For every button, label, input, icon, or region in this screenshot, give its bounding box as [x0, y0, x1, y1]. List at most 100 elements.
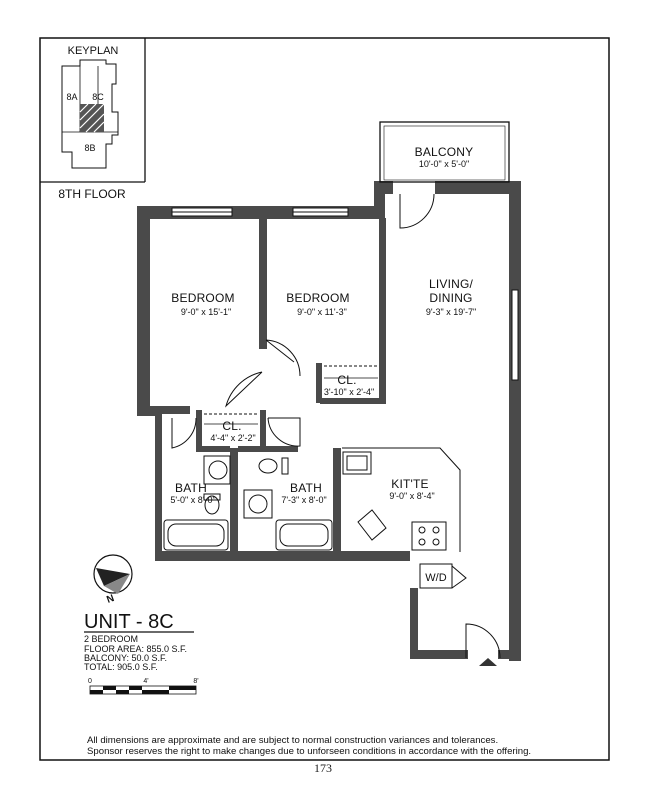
bathtub-2-basin — [279, 523, 329, 547]
bath1-door — [171, 417, 197, 449]
burner-icon — [418, 526, 426, 534]
walls — [137, 181, 521, 661]
bath-fixtures — [163, 455, 333, 551]
north-compass: N — [93, 554, 133, 606]
washer-dryer-door — [451, 565, 467, 589]
bathtub-2 — [275, 519, 333, 551]
kitchen-dims: 9'-0" x 8'-4" — [389, 491, 434, 501]
kitchen-sink — [342, 451, 372, 475]
bedroom1-label: BEDROOM — [171, 291, 234, 305]
bath2-door — [267, 417, 301, 447]
scale-segment — [169, 686, 196, 690]
wall-lower-bottom — [410, 650, 468, 659]
compass-needle-shade — [104, 574, 130, 594]
wall-left-bedroom — [137, 206, 150, 416]
kitchen-fixtures — [342, 447, 467, 589]
toilet-2-tank — [281, 457, 289, 475]
kitchen-counter-edge — [342, 447, 461, 552]
living-label-line2: DINING — [429, 291, 472, 305]
washer-dryer-label: W/D — [425, 572, 446, 584]
page-frame — [39, 37, 610, 761]
unit-bedrooms: 2 BEDROOM — [84, 634, 138, 644]
scale-segment — [116, 690, 129, 694]
window-living — [511, 289, 519, 381]
wall-lower-left — [410, 588, 418, 658]
vanity-2 — [243, 489, 273, 519]
closet1-dims: 3'-10" x 2'-4" — [324, 387, 374, 397]
windows — [171, 207, 519, 381]
living-dims: 9'-3" x 19'-7" — [426, 307, 476, 317]
wall-closet1-left — [316, 363, 322, 403]
scale-segment — [142, 690, 169, 694]
toilet-1-icon — [204, 495, 220, 515]
entry-marker-icon — [479, 658, 497, 666]
doors — [171, 193, 501, 659]
page-number: 173 — [314, 761, 332, 775]
wall-kitchen-left — [333, 448, 341, 552]
wall-living-partition — [379, 218, 386, 398]
keyplan-hatch — [79, 103, 105, 133]
sink-2-icon — [248, 494, 268, 514]
unit-total-area: TOTAL: 905.0 S.F. — [84, 662, 158, 672]
wall-bath-divider — [230, 448, 238, 552]
sink-1-icon — [208, 460, 228, 480]
unit-balcony-area: BALCONY: 50.0 S.F. — [84, 653, 167, 663]
entry-door — [465, 623, 501, 659]
bedroom2-dims: 9'-0" x 11'-3" — [297, 307, 347, 317]
toilet-2-icon — [258, 458, 278, 474]
unit-floor-area: FLOOR AREA: 855.0 S.F. — [84, 644, 187, 654]
washer-dryer — [419, 563, 453, 589]
scale-segment — [90, 690, 103, 694]
scale-tick-4: 4' — [143, 678, 148, 685]
balcony-outline — [379, 121, 510, 183]
bath2-dims: 7'-3" x 8'-0" — [281, 495, 326, 505]
balcony-dims: 10'-0" x 5'-0" — [419, 159, 469, 169]
disclaimer: All dimensions are approximate and are s… — [87, 735, 607, 757]
wall-bath-left — [155, 414, 162, 560]
wall-bottom — [155, 551, 410, 561]
keyplan-unit-8b: 8B — [84, 143, 95, 153]
bedroom2-door — [265, 339, 301, 377]
wall-bedroom-divider — [259, 219, 267, 349]
cooktop — [411, 521, 447, 551]
living-label-line1: LIVING/ — [429, 277, 474, 291]
floor-label: 8TH FLOOR — [58, 187, 126, 201]
scale-tick-8: 8' — [193, 678, 198, 685]
balcony-rail — [383, 125, 506, 181]
toilet-1-tank — [203, 493, 221, 501]
burner-icon — [432, 538, 440, 546]
scale-bar: 0 4' 8' — [88, 678, 199, 695]
wall-bath-top — [150, 406, 190, 414]
closet2-label: CL. — [222, 419, 241, 433]
bedroom2-label: BEDROOM — [286, 291, 349, 305]
scale-segment — [103, 686, 116, 690]
wall-living-left-upper — [374, 182, 385, 218]
room-labels: BEDROOM 9'-0" x 15'-1" BEDROOM 9'-0" x 1… — [170, 277, 476, 584]
disclaimer-line-2: Sponsor reserves the right to make chang… — [87, 746, 532, 757]
balcony-door — [399, 193, 435, 229]
vanity-1 — [203, 455, 231, 485]
scale-tick-0: 0 — [88, 678, 92, 685]
wall-bath1-top — [196, 446, 230, 452]
wall-bath2-top — [238, 446, 298, 452]
bedroom1-dims: 9'-0" x 15'-1" — [181, 307, 231, 317]
wall-balcony-base-right — [435, 181, 520, 194]
wall-right — [509, 181, 521, 661]
unit-info: UNIT - 8C 2 BEDROOM FLOOR AREA: 855.0 S.… — [84, 611, 194, 672]
closet1-label: CL. — [337, 373, 356, 387]
kitchen-label: KIT'TE — [391, 477, 429, 491]
balcony: BALCONY 10'-0" x 5'-0" — [379, 121, 510, 183]
bathtub-1 — [163, 519, 229, 551]
keyplan-unit-8a: 8A — [66, 92, 77, 102]
burner-icon — [418, 538, 426, 546]
bedroom1-door — [225, 371, 263, 408]
keyplan-unit-8c: 8C — [92, 92, 104, 102]
balcony-label: BALCONY — [415, 145, 474, 159]
keyplan-outline — [61, 59, 119, 169]
keyplan-title: KEYPLAN — [68, 45, 119, 57]
closet2-dims: 4'-4" x 2'-2" — [210, 433, 255, 443]
kitchen-sink-basin — [346, 455, 368, 471]
disclaimer-line-1: All dimensions are approximate and are s… — [87, 735, 499, 746]
unit-title: UNIT - 8C — [84, 611, 174, 633]
